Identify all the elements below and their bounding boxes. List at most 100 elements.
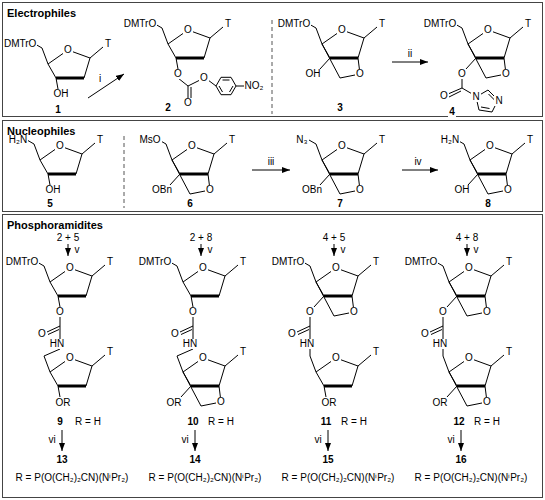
chem-label: H₂N: [8, 135, 28, 145]
chem-label: O: [188, 307, 198, 317]
chem-label: OR: [166, 398, 183, 408]
chem-label: O: [63, 45, 73, 55]
chem-label: vi: [180, 435, 189, 445]
chem-label: O: [355, 185, 365, 195]
chem-label: vi: [446, 435, 455, 445]
compound-number: 13: [55, 455, 68, 465]
chem-label: 2 + 8: [189, 233, 214, 243]
chem-label: 2 + 5: [56, 233, 81, 243]
panel-heading: Electrophiles: [3, 7, 80, 19]
chem-label: O: [216, 397, 226, 407]
chem-label: O: [501, 69, 511, 79]
chem-label: O: [482, 397, 492, 407]
chem-label: T: [505, 257, 513, 267]
chem-label: OR: [55, 398, 72, 408]
chem-label: DMTrO: [3, 39, 37, 49]
chem-label: N: [494, 96, 503, 106]
chem-label: O: [464, 263, 474, 273]
chem-label: HN: [182, 339, 198, 349]
chem-label: O: [331, 263, 341, 273]
chem-label: OH: [53, 89, 70, 99]
chem-label: DMTrO: [404, 257, 438, 267]
chem-label: HN: [299, 339, 315, 349]
chem-label: O: [287, 329, 297, 339]
compound-number: 11: [320, 417, 333, 427]
compound-number: 8: [484, 199, 492, 209]
chem-label: O: [438, 307, 448, 317]
chem-label: iv: [413, 157, 422, 167]
chem-label: R = P(O(CH₂)₂CN)(NⁱPr₂): [148, 473, 263, 483]
chem-label: T: [526, 135, 534, 145]
chem-label: O: [55, 307, 65, 317]
chem-label: T: [378, 19, 386, 29]
chem-label: OR: [321, 398, 338, 408]
chem-label: MsO: [138, 135, 161, 145]
compound-number: 3: [336, 103, 344, 113]
chem-label: R = H: [473, 417, 501, 427]
chem-label: DMTrO: [123, 19, 157, 29]
compound-number: 1: [54, 105, 62, 115]
chem-label: vi: [313, 435, 322, 445]
chem-label: 4 + 5: [322, 233, 347, 243]
chem-label: O: [482, 307, 492, 317]
chem-label: T: [378, 135, 386, 145]
chem-label: O: [337, 25, 347, 35]
chem-label: T: [224, 19, 232, 29]
electrophile-structures: [35, 20, 523, 114]
chem-label: O: [199, 73, 209, 83]
chem-label: DMTrO: [138, 257, 172, 267]
chem-label: T: [239, 257, 247, 267]
nucleophile-structures: [27, 136, 525, 208]
chem-label: O: [305, 307, 315, 317]
chem-label: T: [505, 347, 513, 357]
chem-label: v: [340, 245, 347, 255]
chem-label: 4 + 8: [455, 233, 480, 243]
compound-number: 7: [336, 199, 344, 209]
chem-label: O: [485, 141, 495, 151]
chem-label: O: [420, 329, 430, 339]
chem-label: O: [483, 25, 493, 35]
chem-label: OR: [432, 398, 449, 408]
chem-label: NO₂: [244, 81, 265, 91]
chem-label: O: [65, 353, 75, 363]
compound-number: 10: [186, 417, 199, 427]
chem-label: R = P(O(CH₂)₂CN)(NⁱPr₂): [15, 473, 130, 483]
chem-label: DMTrO: [277, 19, 311, 29]
chem-label: T: [228, 135, 236, 145]
dimer-structures: [37, 244, 504, 451]
chem-label: O: [55, 141, 65, 151]
chem-label: T: [104, 39, 112, 49]
chem-label: O: [457, 69, 467, 79]
chem-label: T: [372, 257, 380, 267]
chem-label: T: [106, 257, 114, 267]
chem-label: H₂N: [440, 135, 460, 145]
compound-number: 2: [164, 103, 172, 113]
chem-label: T: [106, 347, 114, 357]
chem-label: O: [503, 185, 513, 195]
compound-number: 6: [186, 199, 194, 209]
chem-label: HN: [432, 339, 448, 349]
chem-label: T: [96, 135, 104, 145]
chem-label: T: [524, 19, 532, 29]
chem-label: i: [98, 74, 102, 84]
chem-label: O: [65, 263, 75, 273]
chem-label: OH: [454, 185, 471, 195]
chem-label: OH: [45, 185, 62, 195]
chem-label: v: [207, 245, 214, 255]
chem-label: vi: [47, 435, 56, 445]
chem-label: O: [198, 263, 208, 273]
chem-label: O: [183, 25, 193, 35]
chem-label: O: [439, 91, 449, 101]
chem-label: O: [187, 141, 197, 151]
chem-label: R = P(O(CH₂)₂CN)(NⁱPr₂): [281, 473, 396, 483]
chem-label: O: [349, 307, 359, 317]
chem-label: O: [205, 185, 215, 195]
chem-label: O: [198, 353, 208, 363]
panel-box: Electrophiles: [2, 2, 543, 117]
compound-number: 15: [321, 455, 334, 465]
chem-label: O: [183, 98, 193, 108]
chem-label: O: [37, 329, 47, 339]
chem-label: N: [471, 92, 480, 102]
chem-label: OBn: [301, 185, 323, 195]
